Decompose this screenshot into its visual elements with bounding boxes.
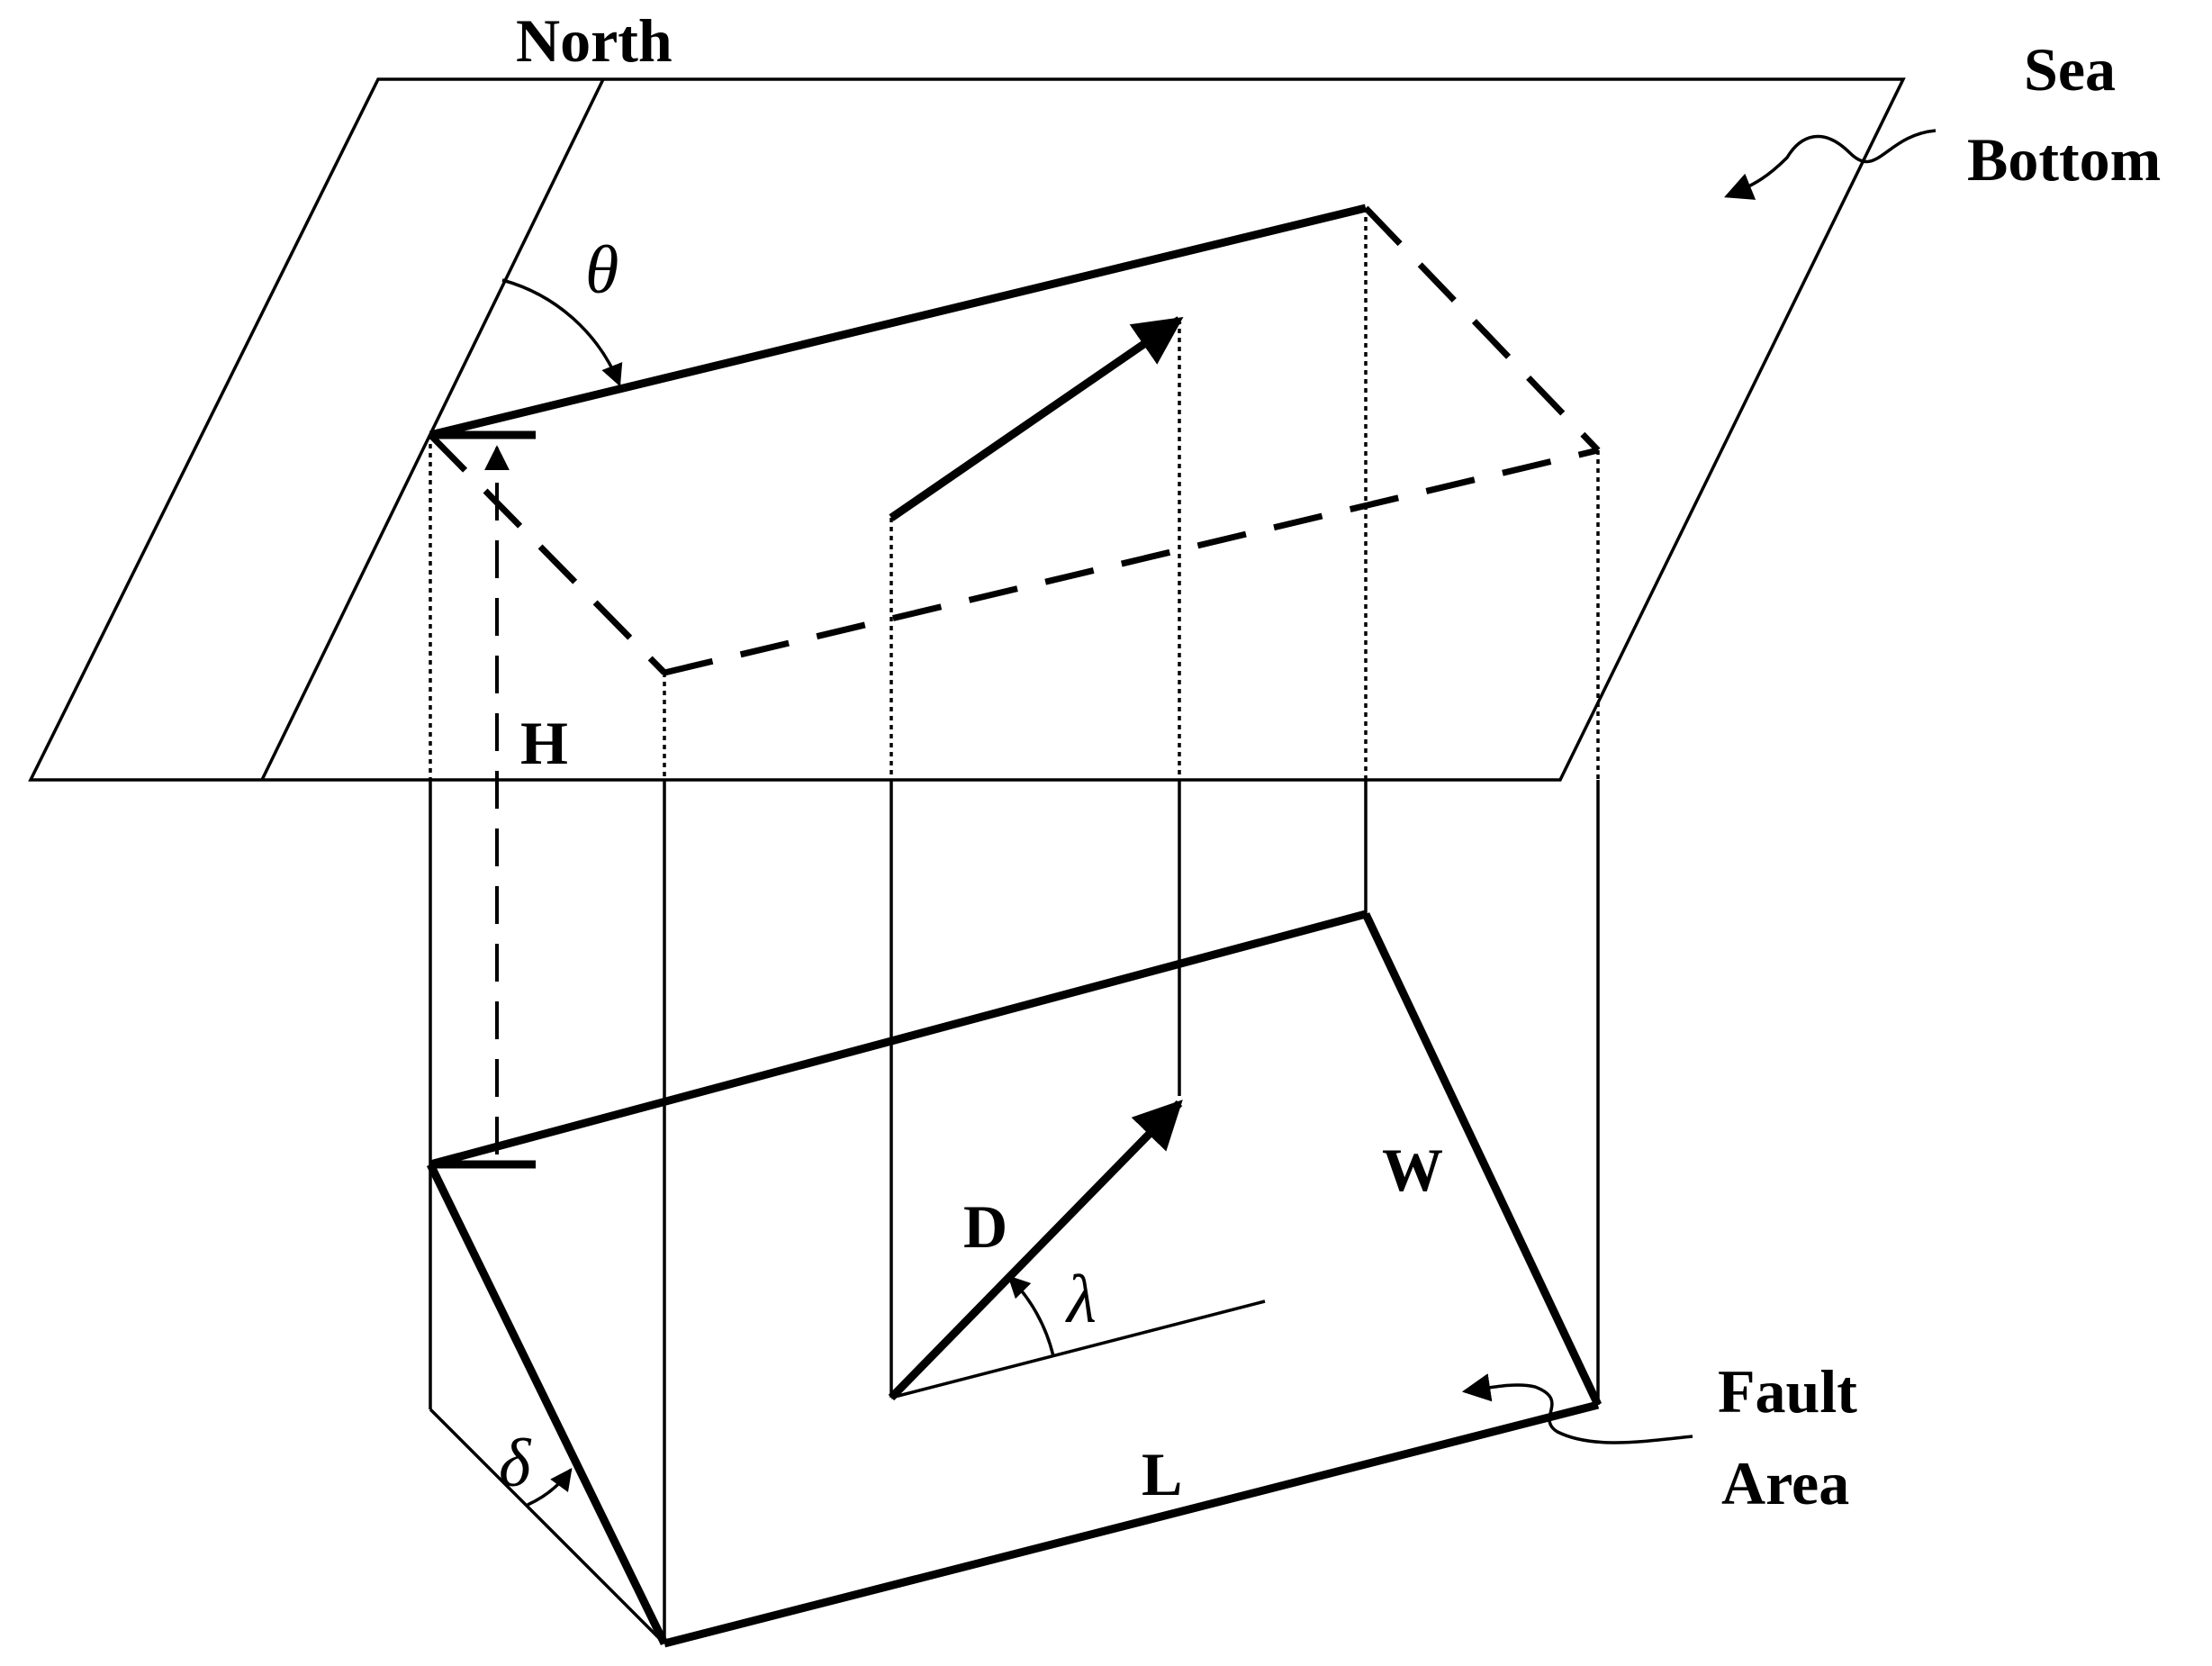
fault-area-label-line2: Area [1721,1449,1849,1517]
sea-bottom-label-line2: Bottom [1967,125,2161,194]
fault-area-pointer [1461,1373,1693,1444]
sea-bottom-plane [28,77,1906,782]
sea-bottom-label-line1: Sea [2024,35,2116,104]
slip-d-label: D [963,1192,1007,1261]
theta-label: θ [585,232,618,308]
width-w-label: W [1382,1136,1443,1204]
fault-slip-arrow-d [888,1100,1183,1401]
lambda-arc [1007,1275,1055,1357]
delta-arc [527,1468,573,1507]
surface-right-edge [1363,205,1601,453]
fault-left-edge [426,1163,669,1645]
surface-strike-edge [429,204,1368,439]
surface-slip-arrow [889,316,1184,521]
north-line [260,78,605,781]
sea-bottom-pointer [1724,129,1937,200]
fault-area-label-line1: Fault [1718,1357,1857,1426]
dip-delta-label: δ [499,1426,532,1501]
length-l-label: L [1142,1440,1182,1508]
rake-reference-line [890,1299,1266,1399]
fault-top-edge [429,910,1368,1169]
depth-h-label: H [520,709,568,777]
dip-base-line [429,1408,666,1645]
fault-bottom-edge-l [663,1400,1600,1648]
theta-arc [501,278,623,387]
fault-right-edge-w [1361,912,1603,1407]
rake-lambda-label: λ [1065,1262,1097,1337]
north-label: North [516,6,673,75]
surface-left-edge [428,432,667,675]
surface-lower-edge [664,447,1599,676]
